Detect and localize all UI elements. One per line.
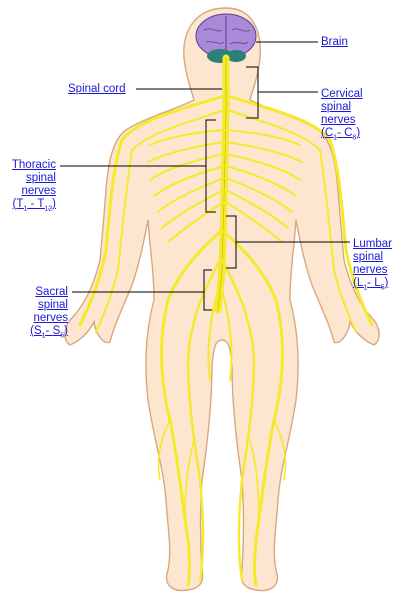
sacral-range-end-sub: 5	[60, 332, 64, 339]
thoracic-line2[interactable]: spinal	[12, 172, 56, 185]
sacral-range-dash: -	[46, 325, 53, 337]
thoracic-range[interactable]: (T1 - T12)	[12, 198, 56, 215]
lumbar-line2[interactable]: spinal	[353, 251, 392, 264]
thoracic-range-end-sub: 12	[44, 205, 52, 212]
cervical-line1[interactable]: Cervical	[321, 88, 363, 101]
sacral-line1[interactable]: Sacral	[30, 286, 68, 299]
sacral-label[interactable]: Sacral spinal nerves (S1- S5)	[30, 286, 68, 342]
cervical-range-start: C	[325, 127, 333, 139]
thoracic-label[interactable]: Thoracic spinal nerves (T1 - T12)	[12, 159, 56, 215]
thoracic-line3[interactable]: nerves	[12, 185, 56, 198]
cervical-range[interactable]: (C1- C8)	[321, 127, 363, 144]
cervical-label[interactable]: Cervical spinal nerves (C1- C8)	[321, 88, 363, 144]
sacral-line3[interactable]: nerves	[30, 312, 68, 325]
cervical-line3[interactable]: nerves	[321, 114, 363, 127]
cervical-line2[interactable]: spinal	[321, 101, 363, 114]
cervical-range-end-sub: 8	[352, 134, 356, 141]
lumbar-label[interactable]: Lumbar spinal nerves (L1- L5)	[353, 238, 392, 294]
thoracic-range-dash: -	[27, 198, 37, 210]
brain-label[interactable]: Brain	[321, 36, 348, 49]
sacral-line2[interactable]: spinal	[30, 299, 68, 312]
lumbar-line3[interactable]: nerves	[353, 264, 392, 277]
brain-text[interactable]: Brain	[321, 36, 348, 49]
thoracic-line1[interactable]: Thoracic	[12, 159, 56, 172]
spinal-cord-label[interactable]: Spinal cord	[68, 83, 126, 96]
lumbar-line1[interactable]: Lumbar	[353, 238, 392, 251]
sacral-range[interactable]: (S1- S5)	[30, 325, 68, 342]
lumbar-range-end-sub: 5	[381, 284, 385, 291]
spinal-cord-text[interactable]: Spinal cord	[68, 83, 126, 96]
lumbar-range[interactable]: (L1- L5)	[353, 277, 392, 294]
sacral-range-start: S	[34, 325, 42, 337]
